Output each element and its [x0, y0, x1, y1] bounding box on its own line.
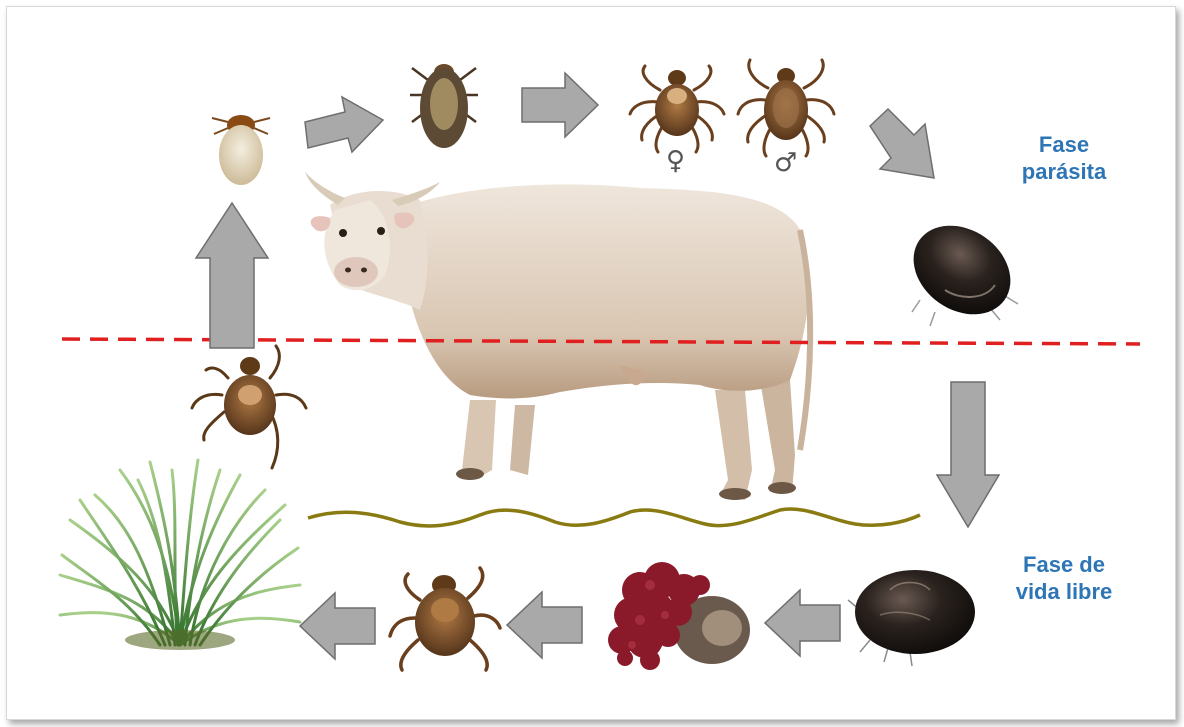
arrow-right-icon	[305, 97, 383, 152]
male-symbol-icon: ♂	[774, 150, 797, 176]
parasitic-phase-label-line1: Fase	[1004, 131, 1124, 158]
detached-engorged-tick-image	[848, 570, 975, 666]
arrow-left-icon	[765, 590, 840, 656]
nymph-tick-image	[410, 64, 478, 148]
free-living-phase-label: Fase de vida libre	[1000, 551, 1128, 605]
ground-line	[308, 509, 920, 526]
parasitic-phase-label: Fase parásita	[1004, 131, 1124, 185]
larva-tick-image	[212, 115, 270, 185]
engorged-female-tick-image	[896, 207, 1027, 332]
parasitic-phase-label-line2: parásita	[1004, 158, 1124, 185]
arrow-down-right-icon	[870, 109, 934, 178]
female-symbol-icon: ♀	[666, 148, 685, 174]
arrow-left-icon	[507, 592, 582, 658]
arrow-down-icon	[937, 382, 999, 527]
grass-image	[52, 455, 307, 650]
free-living-phase-label-line2: vida libre	[1000, 578, 1128, 605]
cow-image	[305, 172, 810, 500]
free-living-phase-label-line1: Fase de	[1000, 551, 1128, 578]
questing-tick-image	[192, 346, 306, 468]
arrow-up-icon	[196, 203, 268, 348]
male-adult-tick-image	[738, 60, 834, 156]
female-adult-tick-image	[630, 66, 724, 152]
hatched-larva-tick-image	[390, 568, 500, 670]
arrow-left-icon	[300, 593, 375, 659]
egg-mass-image	[608, 562, 750, 670]
arrow-right-icon	[522, 73, 598, 137]
